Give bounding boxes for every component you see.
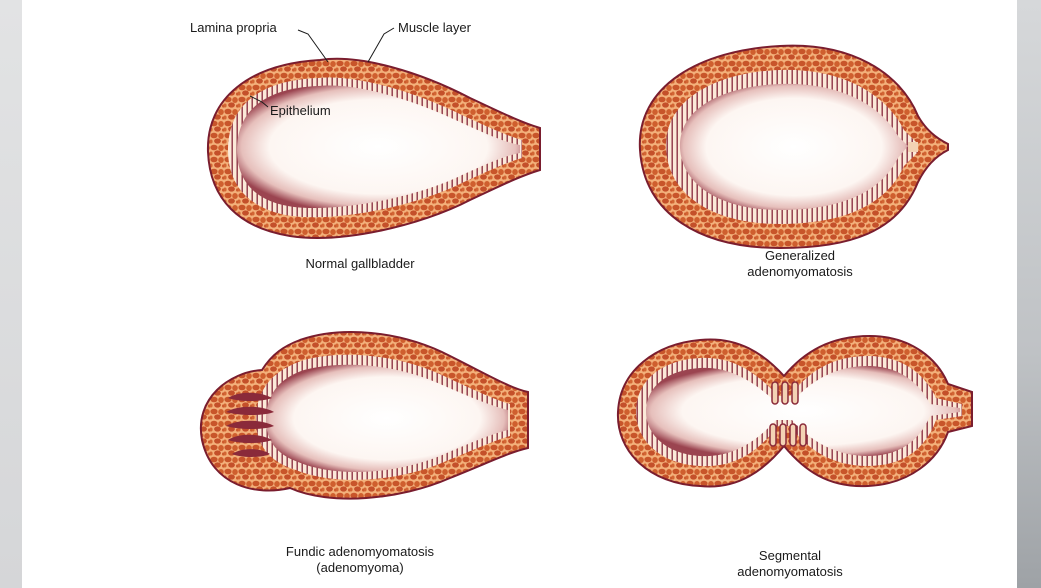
lamina-propria-leader [298,30,328,62]
fundic-gallbladder [201,332,528,499]
generalized-gallbladder [640,46,948,248]
caption-generalized: Generalized adenomyomatosis [710,248,890,280]
caption-fundic: Fundic adenomyomatosis (adenomyoma) [260,544,460,576]
caption-fundic-line1: Fundic adenomyomatosis [260,544,460,560]
muscle-layer-label: Muscle layer [398,20,471,35]
caption-segmental-line2: adenomyomatosis [700,564,880,580]
caption-generalized-line2: adenomyomatosis [710,264,890,280]
generalized-duct [908,142,918,152]
segmental-gallbladder [618,336,972,487]
muscle-layer-leader [368,28,394,62]
caption-segmental-line1: Segmental [700,548,880,564]
lamina-propria-label: Lamina propria [190,20,277,35]
epithelium-label: Epithelium [270,103,331,118]
caption-fundic-line2: (adenomyoma) [260,560,460,576]
caption-segmental: Segmental adenomyomatosis [700,548,880,580]
caption-normal: Normal gallbladder [280,256,440,272]
normal-gallbladder [208,59,540,238]
caption-generalized-line1: Generalized [710,248,890,264]
